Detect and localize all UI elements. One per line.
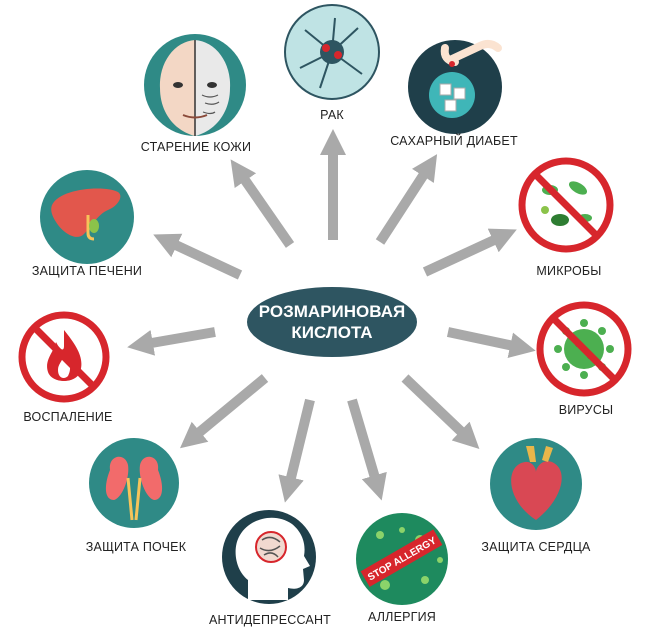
no-fire-icon	[18, 311, 110, 403]
center-title-line2: КИСЛОТА	[291, 323, 373, 342]
arrow-heart	[401, 374, 480, 449]
label-heart: ЗАЩИТА СЕРДЦА	[481, 540, 591, 554]
heart-icon	[490, 438, 582, 530]
arrow-diabetes	[375, 154, 438, 245]
label-antidepressant: АНТИДЕПРЕССАНТ	[208, 613, 332, 627]
no-microbes-icon	[518, 157, 614, 253]
arrow-antidepressant	[278, 398, 315, 503]
stop-allergy-icon: STOP ALLERGY	[356, 513, 448, 605]
center-title: РОЗМАРИНОВАЯ КИСЛОТА	[247, 288, 417, 356]
cancer-cell-icon	[284, 4, 380, 100]
arrow-liver	[153, 233, 243, 280]
label-viruses: ВИРУСЫ	[558, 403, 614, 417]
label-inflammation: ВОСПАЛЕНИЕ	[23, 410, 113, 424]
label-microbes: МИКРОБЫ	[536, 264, 602, 278]
arrow-viruses	[446, 327, 536, 359]
label-diabetes: САХАРНЫЙ ДИАБЕТ	[390, 134, 518, 148]
no-virus-icon	[536, 301, 632, 397]
kidneys-icon	[89, 438, 179, 528]
arrows	[127, 129, 536, 503]
label-aging: СТАРЕНИЕ КОЖИ	[140, 140, 252, 154]
label-kidneys: ЗАЩИТА ПОЧЕК	[85, 540, 187, 554]
arrow-inflammation	[127, 327, 216, 356]
arrow-kidneys	[179, 374, 269, 449]
sugar-cubes-icon	[408, 39, 502, 134]
aging-face-icon	[144, 34, 246, 136]
center-ellipse	[247, 287, 417, 357]
arrow-aging	[230, 159, 295, 248]
label-liver: ЗАЩИТА ПЕЧЕНИ	[31, 264, 143, 278]
label-allergy: АЛЛЕРГИЯ	[367, 610, 437, 624]
arrow-allergy	[347, 398, 387, 501]
arrow-microbes	[422, 228, 517, 277]
head-silhouette-icon	[222, 510, 316, 604]
center-title-line1: РОЗМАРИНОВАЯ	[258, 302, 406, 321]
liver-icon	[40, 170, 134, 264]
label-cancer: РАК	[320, 108, 344, 122]
